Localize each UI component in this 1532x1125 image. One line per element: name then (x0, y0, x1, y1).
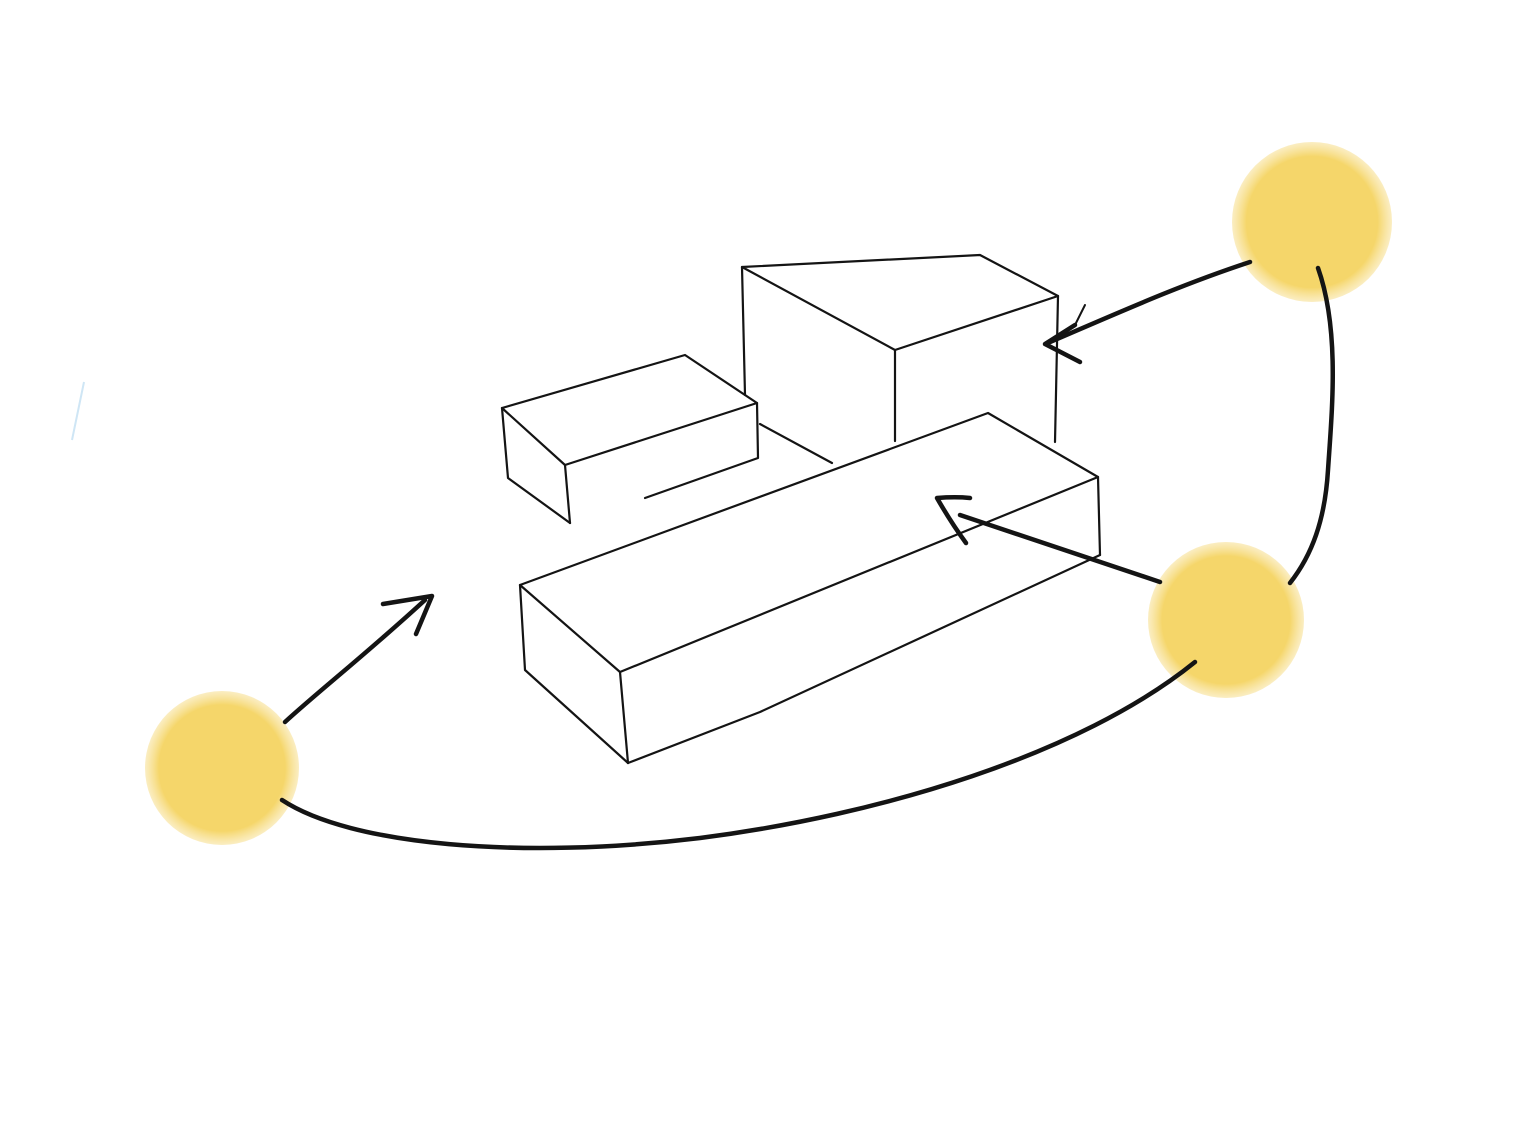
sun-path-arc (279, 265, 1336, 851)
sun-icon-right (1148, 542, 1304, 698)
stray-mark (71, 381, 85, 441)
long-block (518, 411, 1102, 765)
tall-block (740, 253, 1060, 465)
building-massing-sketch (500, 253, 1102, 765)
arrow-icon-top-right (1042, 259, 1253, 365)
arrow-icon-right (934, 495, 1163, 585)
sun-icon-top-right (1232, 142, 1392, 302)
small-block (500, 353, 760, 525)
sun-icon-left (145, 691, 299, 845)
sun-ray-arrows (282, 259, 1253, 725)
wind-arrow-icon-3 (434, 491, 648, 905)
arrow-icon-left (282, 593, 435, 725)
